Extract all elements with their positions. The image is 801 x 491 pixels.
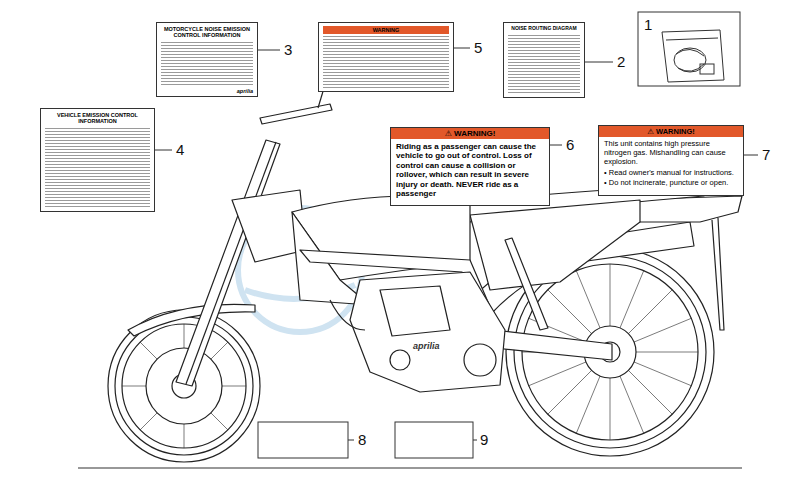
callout-number: 8 [358, 431, 366, 448]
decal-label: MOTORCYCLE NOISE EMISSION CONTROL INFORM… [156, 22, 258, 97]
decal-heading: WARNING [323, 26, 449, 34]
warning-decal: ⚠ WARNING!Riding as a passenger can caus… [390, 127, 550, 206]
fine-print [508, 35, 580, 94]
callout-number: 5 [474, 39, 482, 56]
decal-text: aprilia [157, 88, 257, 96]
decal-text: • Do not incinerate, puncture or open. [599, 178, 743, 192]
callout-number: 1 [644, 16, 652, 33]
fine-print [161, 42, 253, 85]
decal-heading: MOTORCYCLE NOISE EMISSION CONTROL INFORM… [157, 23, 257, 40]
callout-number: 3 [284, 41, 292, 58]
warning-decal: ⚠ WARNING!This unit contains high pressu… [598, 125, 744, 196]
callout-number: 7 [762, 146, 770, 163]
decal-label: VEHICLE EMISSION CONTROL INFORMATION [40, 108, 155, 212]
decal-text: • Read owner's manual for instructions. [599, 168, 743, 179]
callout-number: 9 [480, 431, 488, 448]
callout-number: 6 [566, 136, 574, 153]
brand-mark: aprilia [413, 341, 440, 352]
decal-heading: ⚠ WARNING! [599, 126, 743, 137]
decal-label: NOISE ROUTING DIAGRAM [503, 22, 585, 98]
fine-print [323, 36, 449, 88]
decal-text: Riding as a passenger can cause the vehi… [391, 139, 549, 203]
decal-heading: VEHICLE EMISSION CONTROL INFORMATION [41, 109, 154, 126]
fine-print [45, 128, 150, 208]
callout-number: 2 [617, 53, 625, 70]
callout-number: 4 [176, 141, 184, 158]
decal-label: WARNING [318, 22, 454, 92]
decal-heading: ⚠ WARNING! [391, 128, 549, 139]
decal-heading: NOISE ROUTING DIAGRAM [504, 23, 584, 33]
decal-text: This unit contains high pressure nitroge… [599, 137, 743, 168]
